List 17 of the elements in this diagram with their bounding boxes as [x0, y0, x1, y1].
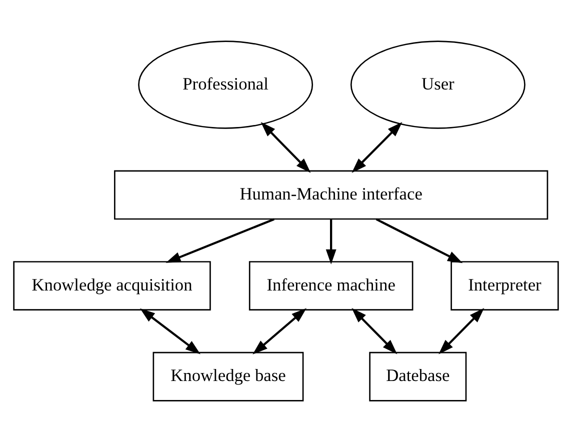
arrow	[376, 218, 463, 263]
arrow	[252, 308, 307, 354]
node-box: Knowledge acquisition	[13, 260, 211, 310]
arrow	[326, 218, 336, 264]
node-ellipse: User	[350, 40, 526, 128]
arrow	[352, 122, 402, 172]
node-ellipse: Professional	[138, 40, 314, 128]
arrow	[352, 307, 398, 354]
node-box: Human-Machine interface	[114, 170, 548, 220]
arrow	[166, 218, 274, 262]
node-box: Knowledge base	[152, 351, 304, 401]
arrow	[438, 307, 484, 354]
node-box: Datebase	[369, 351, 467, 401]
node-box: Interpreter	[450, 260, 559, 310]
node-box: Inference machine	[248, 260, 414, 310]
arrow	[260, 122, 311, 172]
arrow	[140, 308, 200, 354]
